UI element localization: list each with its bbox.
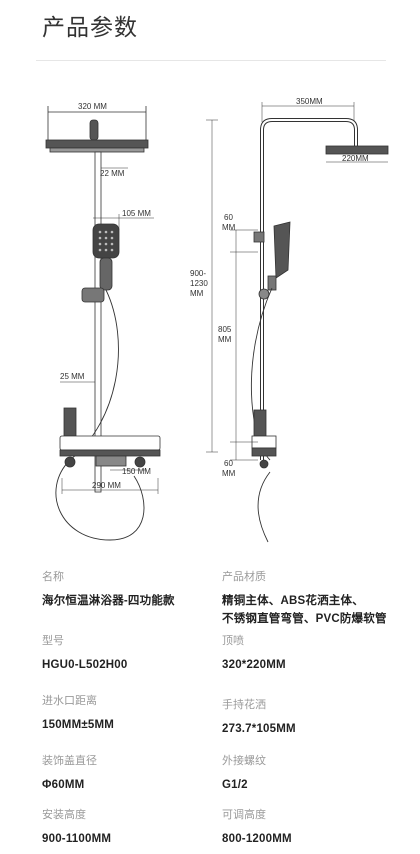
dim-top-offset-value: 60	[224, 213, 233, 222]
dim-top-offset-unit: MM	[222, 223, 236, 232]
dim-front-drop: 22 MM	[100, 169, 125, 178]
spec-value: 150MM±5MM	[42, 719, 115, 731]
hand-shower-head	[92, 223, 120, 259]
spec-cover: 装饰盖直径 Φ60MM	[42, 754, 97, 794]
spec-value: 精铜主体、ABS花洒主体、	[222, 595, 364, 607]
spec-value: 273.7*105MM	[222, 723, 296, 735]
dim-tray-width: 290 MM	[92, 481, 121, 490]
spec-label: 名称	[42, 571, 64, 583]
spec-label: 可调高度	[222, 809, 266, 821]
side-view	[206, 102, 389, 543]
spec-label: 产品材质	[222, 571, 266, 583]
spec-value: 900-1100MM	[42, 833, 112, 845]
spec-value: 不锈钢直管弯管、PVC防爆软管	[222, 613, 387, 625]
dim-bar-height-value: 805	[218, 325, 232, 334]
front-view	[45, 106, 161, 541]
mixer-tray	[59, 435, 161, 451]
spec-label: 进水口距离	[42, 695, 97, 707]
spec-label: 装饰盖直径	[42, 755, 97, 767]
dim-head-depth: 220MM	[342, 154, 369, 163]
technical-drawing: 320 MM 22 MM 105 MM 25 MM 150 MM 290 MM	[0, 80, 420, 560]
spec-adjust-height: 可调高度 800-1200MM	[222, 808, 292, 848]
title-divider	[36, 60, 386, 61]
spec-value: HGU0-L502H00	[42, 659, 128, 671]
spec-material: 产品材质 精铜主体、ABS花洒主体、 不锈钢直管弯管、PVC防爆软管	[222, 570, 387, 628]
spec-handshower: 手持花洒 273.7*105MM	[222, 698, 296, 738]
dim-total-height-unit: MM	[190, 289, 204, 298]
dim-handshower-width: 105 MM	[122, 209, 151, 218]
spec-name: 名称 海尔恒温淋浴器-四功能款	[42, 570, 175, 610]
dim-pipe-diameter: 25 MM	[60, 372, 85, 381]
spec-label: 型号	[42, 635, 64, 647]
dim-bottom-offset-unit: MM	[222, 469, 236, 478]
spec-model: 型号 HGU0-L502H00	[42, 634, 128, 674]
spec-value: Φ60MM	[42, 779, 85, 791]
spec-install-height: 安装高度 900-1100MM	[42, 808, 111, 848]
dim-bar-height-unit: MM	[218, 335, 232, 344]
spec-thread: 外接螺纹 G1/2	[222, 754, 266, 794]
spec-label: 顶喷	[222, 635, 244, 647]
dim-total-height-a: 900-	[190, 269, 206, 278]
spec-value: 海尔恒温淋浴器-四功能款	[42, 595, 175, 607]
spec-value: 800-1200MM	[222, 833, 292, 845]
page-title: 产品参数	[42, 14, 138, 40]
dim-front-width: 320 MM	[78, 102, 107, 111]
drawing-svg: 320 MM 22 MM 105 MM 25 MM 150 MM 290 MM	[45, 97, 389, 543]
spec-label: 手持花洒	[222, 699, 266, 711]
overhead-shower-head	[45, 139, 149, 149]
dim-arm-length: 350MM	[296, 97, 323, 106]
dim-bottom-offset-value: 60	[224, 459, 233, 468]
spec-inlet: 进水口距离 150MM±5MM	[42, 694, 114, 734]
spec-overhead: 顶喷 320*220MM	[222, 634, 286, 674]
dim-total-height-b: 1230	[190, 279, 208, 288]
dim-inlet-spacing: 150 MM	[122, 467, 151, 476]
spec-value: 320*220MM	[222, 659, 286, 671]
spec-label: 安装高度	[42, 809, 86, 821]
spec-value: G1/2	[222, 779, 248, 791]
spec-label: 外接螺纹	[222, 755, 266, 767]
